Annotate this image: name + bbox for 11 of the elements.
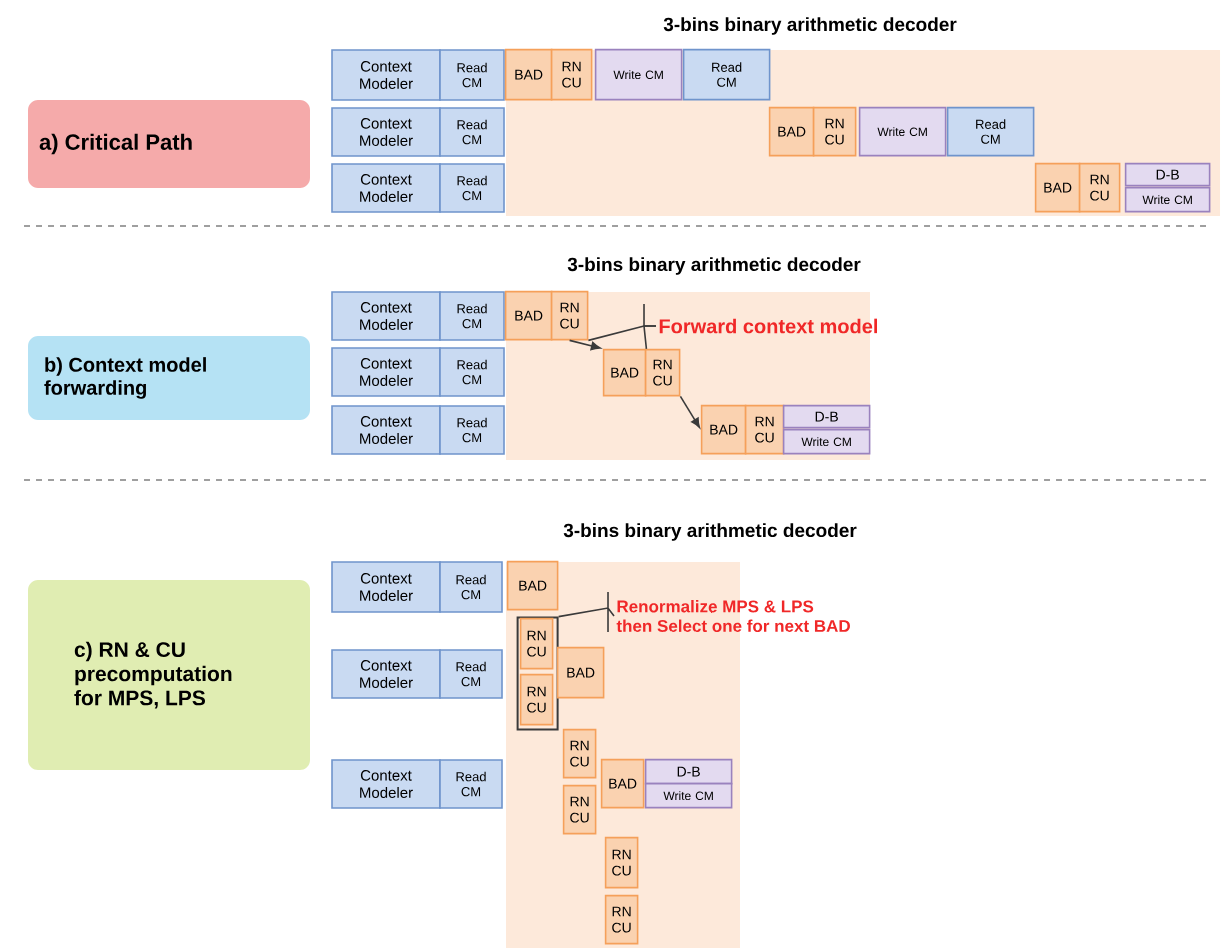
leader-line: [643, 303, 657, 350]
section-label-box: b) Context model forwarding: [28, 336, 310, 420]
band-title: 3-bins binary arithmetic decoder: [567, 257, 861, 275]
callout-text: Renormalize MPS & LPS then Select one for next BAD: [616, 600, 850, 632]
band-title: 3-bins binary arithmetic decoder: [563, 523, 857, 541]
arrow: [568, 339, 601, 351]
arrow: [679, 395, 701, 428]
section-label-box: a) Critical Path: [28, 100, 310, 188]
band-title: 3-bins binary arithmetic decoder: [663, 17, 957, 35]
section-label-box: c) RN & CU precomputation for MPS, LPS: [28, 580, 310, 770]
leader-line: [557, 591, 615, 633]
